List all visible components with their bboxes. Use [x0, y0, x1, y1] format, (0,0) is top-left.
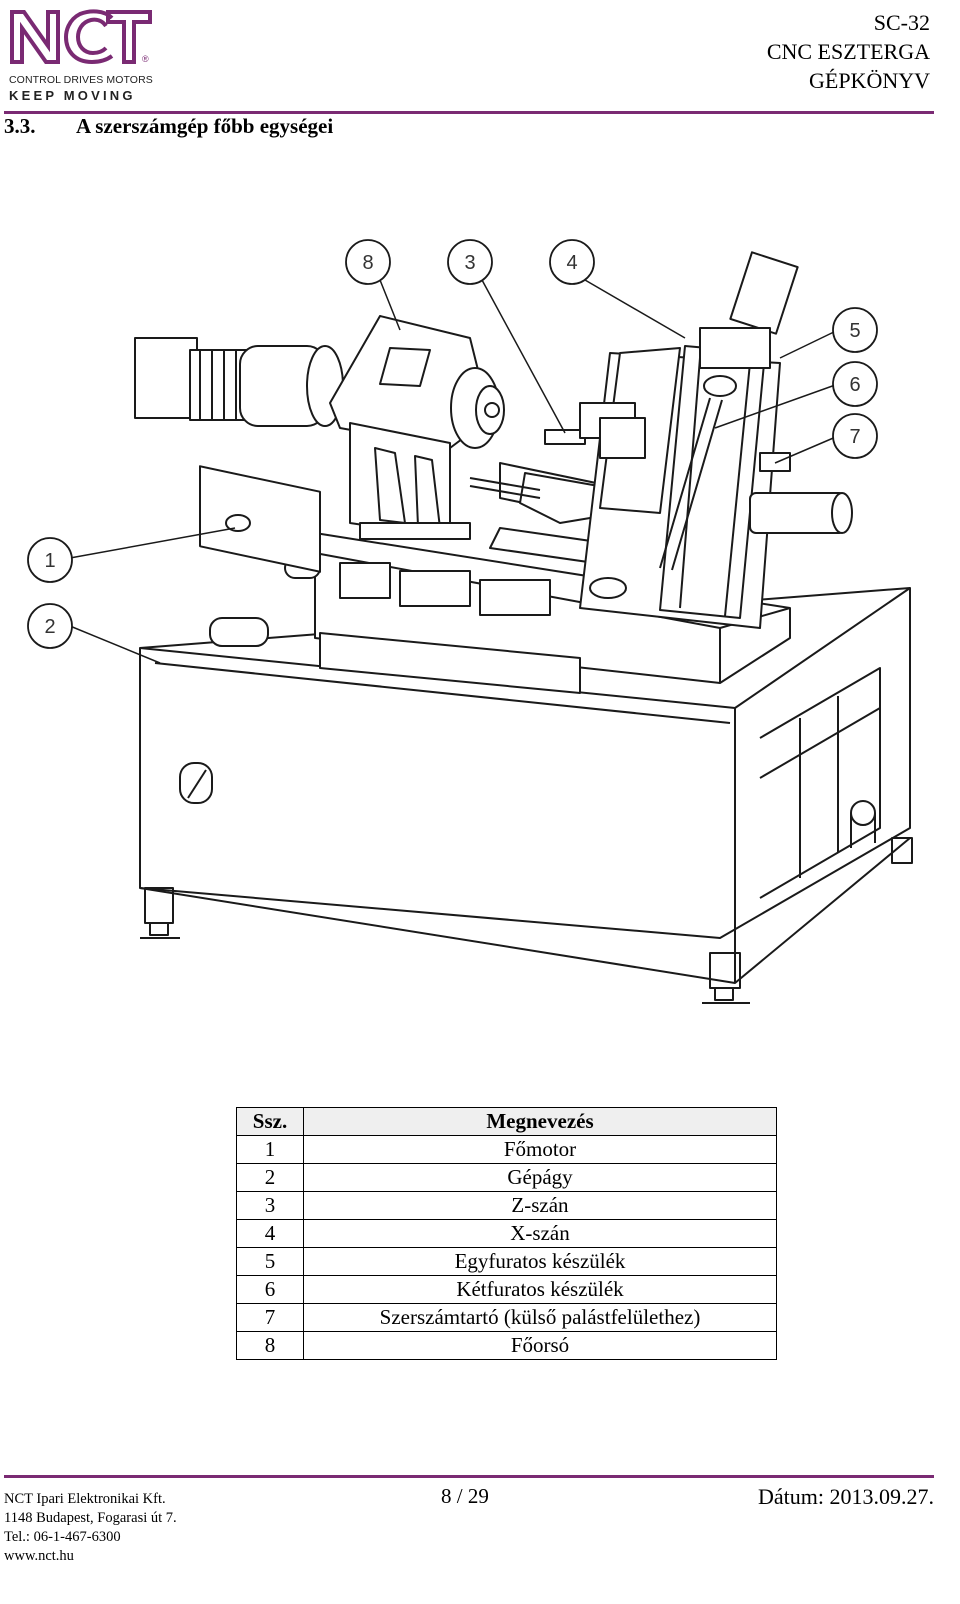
logo-tagline-products: CONTROL DRIVES MOTORS: [9, 74, 153, 86]
machine-type: CNC ESZTERGA: [766, 39, 930, 64]
company-website: www.nct.hu: [4, 1548, 74, 1564]
callout-number-7: 7: [849, 426, 860, 448]
callout-leaders: [69, 279, 839, 664]
callout-number-4: 4: [566, 252, 577, 274]
lathe-assembly-drawing: 1 2 3 4 5 6 7 8: [27, 239, 913, 1004]
footer-divider: [4, 1475, 934, 1478]
section-number: 3.3.: [4, 114, 36, 138]
callout-bubble-5: [832, 307, 878, 353]
row-number: 7: [236, 1303, 304, 1332]
callout-number-8: 8: [362, 252, 373, 274]
main-motor: [134, 337, 344, 573]
callout-bubble-7: [832, 413, 878, 459]
document-date: Dátum: 2013.09.27.: [758, 1484, 934, 1509]
callout-bubble-4: [549, 239, 595, 285]
callout-numbers: 1 2 3 4 5 6 7 8: [44, 252, 860, 638]
company-info: NCT Ipari Elektronikai Kft. 1148 Budapes…: [4, 1490, 177, 1566]
header-divider: [4, 111, 934, 114]
row-name: X-szán: [303, 1219, 777, 1248]
company-address: 1148 Budapest, Fogarasi út 7.: [4, 1510, 177, 1526]
callout-bubble-6: [832, 361, 878, 407]
callout-number-2: 2: [44, 616, 55, 638]
row-name: Egyfuratos készülék: [303, 1247, 777, 1276]
callout-bubble-2: [27, 603, 73, 649]
row-name: Főorsó: [303, 1331, 777, 1360]
table-header-row: Ssz. Megnevezés: [236, 1107, 777, 1136]
machine-bed: [209, 532, 791, 694]
row-number: 8: [236, 1331, 304, 1360]
main-spindle: [329, 315, 505, 540]
section-title: A szerszámgép főbb egységei: [76, 114, 334, 138]
callout-number-1: 1: [44, 550, 55, 572]
row-number: 5: [236, 1247, 304, 1276]
document-meta: SC-32 CNC ESZTERGA GÉPKÖNYV: [767, 8, 930, 95]
callout-number-6: 6: [849, 374, 860, 396]
nct-logo: ® CONTROL DRIVES MOTORS KEEP MOVING: [8, 6, 158, 103]
row-name: Főmotor: [303, 1135, 777, 1164]
row-number: 6: [236, 1275, 304, 1304]
callout-number-5: 5: [849, 320, 860, 342]
callout-bubble-1: [27, 537, 73, 583]
row-number: 4: [236, 1219, 304, 1248]
row-name: Gépágy: [303, 1163, 777, 1192]
row-number: 2: [236, 1163, 304, 1192]
company-phone: Tel.: 06-1-467-6300: [4, 1529, 121, 1545]
row-name: Kétfuratos készülék: [303, 1275, 777, 1304]
company-name: NCT Ipari Elektronikai Kft.: [4, 1491, 166, 1507]
logo-tagline-slogan: KEEP MOVING: [9, 88, 136, 103]
section-heading: 3.3. A szerszámgép főbb egységei: [4, 114, 333, 139]
column-header-name: Megnevezés: [303, 1107, 777, 1136]
page-number: 8 / 29: [441, 1484, 489, 1508]
callout-number-3: 3: [464, 252, 475, 274]
model-code: SC-32: [873, 10, 930, 35]
x-slide: [579, 251, 853, 629]
document-type: GÉPKÖNYV: [809, 68, 930, 93]
registered-mark: ®: [142, 54, 149, 64]
column-header-number: Ssz.: [236, 1107, 304, 1136]
row-number: 3: [236, 1191, 304, 1220]
nct-logo-mark: [10, 9, 152, 65]
row-name: Szerszámtartó (külső palástfelülethez): [303, 1303, 777, 1332]
callout-bubble-8: [345, 239, 391, 285]
callout-bubble-3: [447, 239, 493, 285]
row-name: Z-szán: [303, 1191, 777, 1220]
row-number: 1: [236, 1135, 304, 1164]
callout-bubbles: [27, 239, 878, 649]
